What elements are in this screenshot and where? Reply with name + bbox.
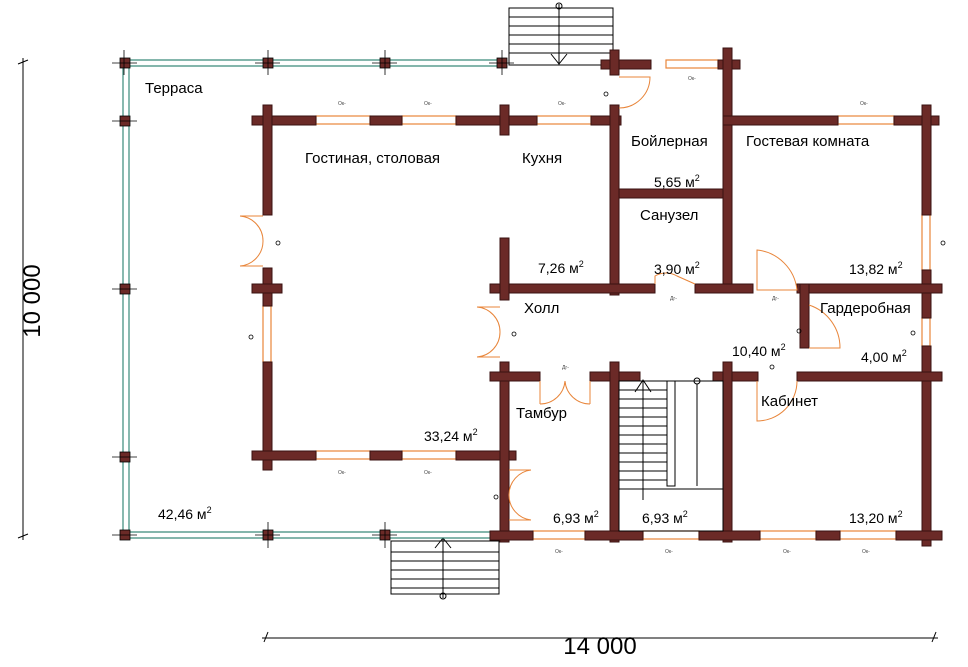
room-office: Кабинет [761,393,818,410]
room-wardrobe: Гардеробная [820,300,911,317]
top-entrance-steps [508,2,614,66]
svg-text:Дг-: Дг- [670,296,677,302]
switch-marks [248,91,946,500]
area-boiler: 5,65 м2 [654,173,700,190]
width-dimension: 14 000 [262,631,938,660]
area-living-top: 7,26 м2 [538,259,584,276]
area-stair: 6,93 м2 [642,509,688,526]
svg-text:Ок-: Ок- [783,549,791,555]
room-boiler: Бойлерная [631,133,708,150]
svg-text:Дг-: Дг- [772,296,779,302]
svg-text:Ок-: Ок- [338,470,346,476]
height-dimension-label: 10 000 [19,264,46,337]
svg-text:Ок-: Ок- [860,101,868,107]
staircase [618,377,724,532]
room-terrace: Терраса [145,80,203,97]
svg-text:Ок-: Ок- [555,549,563,555]
bottom-entrance-steps [390,537,500,600]
room-kitchen: Кухня [522,150,562,167]
terrace-railing [122,59,505,539]
area-bathroom: 3,90 м2 [654,260,700,277]
svg-text:Ок-: Ок- [558,101,566,107]
area-office: 13,20 м2 [849,509,903,526]
room-living: Гостиная, столовая [305,150,440,167]
area-terrace: 42,46 м2 [158,505,212,522]
svg-text:Дг-: Дг- [562,365,569,371]
svg-text:Ок-: Ок- [424,470,432,476]
room-labels: Терраса Гостиная, столовая Кухня Бойлерн… [145,80,911,422]
svg-text:Ок-: Ок- [338,101,346,107]
area-wardrobe: 4,00 м2 [861,348,907,365]
room-hall: Холл [524,300,559,317]
svg-text:Ок-: Ок- [424,101,432,107]
area-guest: 13,82 м2 [849,260,903,277]
terrace-posts [112,50,514,548]
svg-text:Ок-: Ок- [862,549,870,555]
door-swings [239,76,841,521]
area-labels: 5,65 м2 7,26 м2 3,90 м2 13,82 м2 10,40 м… [158,173,907,526]
svg-text:Ок-: Ок- [688,76,696,82]
room-guest: Гостевая комната [746,133,870,150]
area-vestibule: 6,93 м2 [553,509,599,526]
room-bathroom: Санузел [640,207,698,224]
room-vestibule: Тамбур [516,405,567,422]
width-dimension-label: 14 000 [563,633,636,660]
window-marks: Ок- Ок- Ок- Ок- Ок- Ок- Ок- Ок- Ок- Ок- … [338,76,870,555]
windows [262,59,931,540]
svg-text:Ок-: Ок- [665,549,673,555]
area-living: 33,24 м2 [424,427,478,444]
area-hall: 10,40 м2 [732,342,786,359]
height-dimension: 10 000 [17,58,46,540]
